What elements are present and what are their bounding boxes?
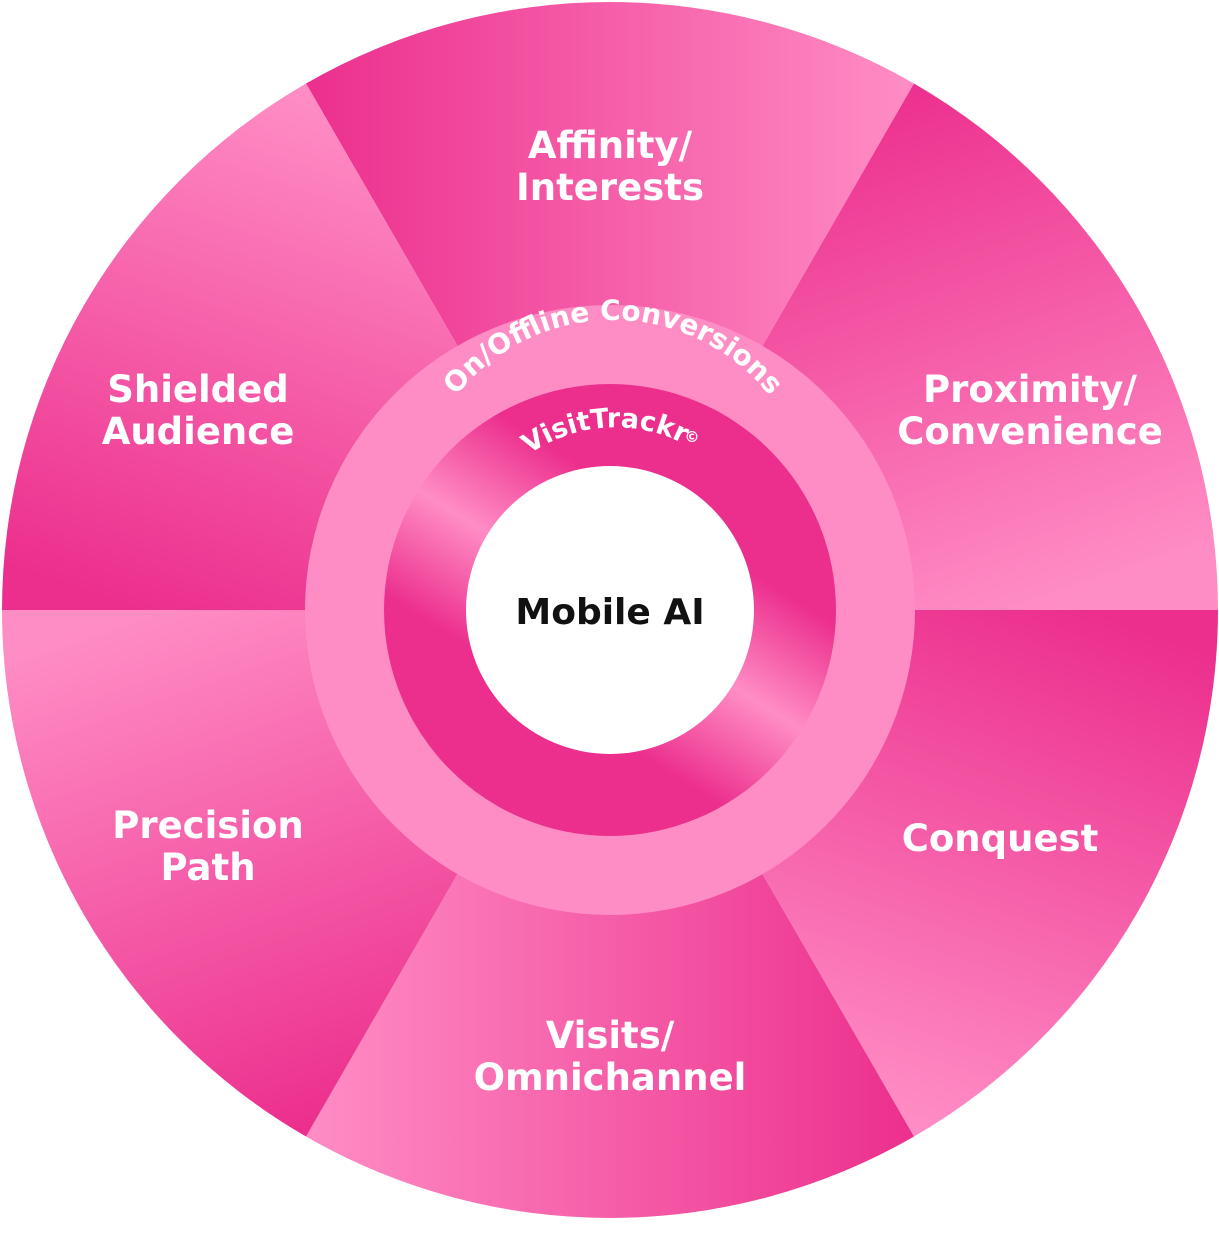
- segment-label-line: Proximity/: [923, 368, 1137, 411]
- center-circle: [466, 466, 754, 754]
- segment-label-line: Audience: [102, 410, 295, 453]
- segment-label-line: Conquest: [902, 817, 1099, 860]
- segment-label-line: Omnichannel: [474, 1056, 747, 1099]
- segment-proximity: [761, 83, 1218, 610]
- segment-visits: [306, 871, 914, 1218]
- segment-label-affinity: Affinity/Interests: [516, 124, 704, 209]
- outer-segments: [2, 2, 1218, 1218]
- segment-precision: [2, 610, 459, 1137]
- segment-label-line: Precision: [112, 804, 304, 847]
- segment-label-line: Shielded: [107, 368, 289, 411]
- segment-label-line: Visits/: [546, 1014, 675, 1057]
- segment-label-conquest: Conquest: [902, 817, 1099, 860]
- segment-label-line: Path: [160, 846, 255, 889]
- segment-affinity: [306, 2, 914, 349]
- segment-label-visits: Visits/Omnichannel: [474, 1014, 747, 1099]
- segment-label-line: Interests: [516, 166, 704, 209]
- inner-rings: [305, 305, 915, 915]
- segment-label-line: Affinity/: [528, 124, 693, 167]
- segment-label-proximity: Proximity/Convenience: [897, 368, 1163, 453]
- center-label: Mobile AI: [515, 592, 704, 633]
- copyright-mark: ©: [685, 428, 700, 446]
- segment-labels: Affinity/InterestsProximity/ConvenienceC…: [102, 124, 1163, 1099]
- segment-label-line: Convenience: [897, 410, 1163, 453]
- segment-conquest: [761, 610, 1218, 1137]
- segment-shielded: [2, 83, 459, 610]
